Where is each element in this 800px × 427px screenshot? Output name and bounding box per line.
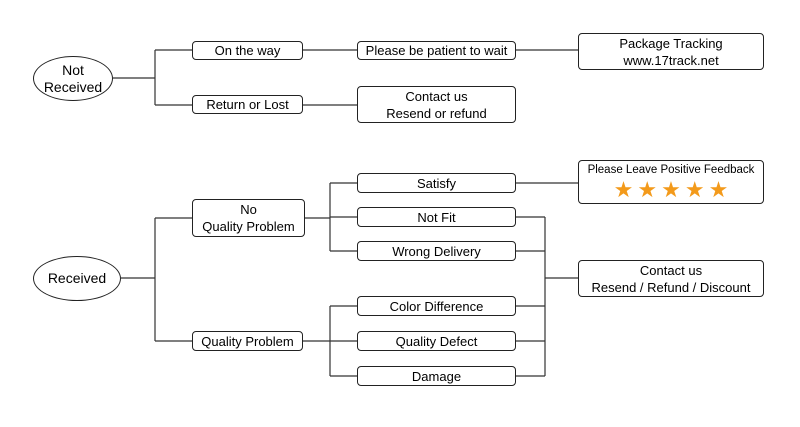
on-the-way-node: On the way — [192, 41, 303, 60]
resend-or-refund-label: Resend or refund — [386, 105, 487, 121]
received-label: Received — [47, 270, 107, 286]
connector-no-quality-split — [305, 182, 357, 252]
be-patient-label: Please be patient to wait — [365, 43, 508, 58]
color-difference-label: Color Difference — [389, 298, 484, 314]
not-received-label-line1: Not — [62, 61, 84, 78]
quality-problem-node: Quality Problem — [192, 331, 303, 351]
quality-defect-label: Quality Defect — [395, 333, 478, 349]
star-icon: ★ — [661, 177, 681, 202]
wrong-delivery-label: Wrong Delivery — [392, 243, 481, 259]
damage-label: Damage — [411, 368, 462, 384]
star-icon: ★ — [684, 177, 705, 202]
satisfy-node: Satisfy — [357, 173, 516, 193]
not-received-label-line2: Received — [43, 78, 103, 95]
wrong-delivery-node: Wrong Delivery — [357, 241, 516, 261]
no-label: No — [240, 202, 257, 217]
not-fit-label: Not Fit — [417, 209, 456, 225]
contact-resend-refund-discount-node: Contact us Resend / Refund / Discount — [578, 260, 764, 297]
package-tracking-label: Package Tracking — [619, 35, 723, 51]
positive-feedback-node: Please Leave Positive Feedback ★★★★★ — [578, 160, 764, 204]
connector-not-received-split — [113, 49, 192, 106]
contact-us-label-2: Contact us — [639, 262, 703, 278]
quality-defect-node: Quality Defect — [357, 331, 516, 351]
positive-feedback-label: Please Leave Positive Feedback — [587, 164, 755, 176]
quality-problem-label: Quality Problem — [201, 333, 294, 349]
star-icon: ★ — [637, 177, 658, 202]
no-quality-problem-node: No Quality Problem — [192, 199, 305, 237]
connector-quality-split — [303, 305, 357, 377]
not-fit-node: Not Fit — [357, 207, 516, 227]
connector-issues-to-contact — [516, 216, 578, 377]
received-node: Received — [33, 256, 121, 301]
star-rating: ★★★★★ — [614, 179, 729, 201]
be-patient-node: Please be patient to wait — [357, 41, 516, 60]
satisfy-label: Satisfy — [416, 175, 456, 191]
color-difference-node: Color Difference — [357, 296, 516, 316]
resend-refund-discount-label: Resend / Refund / Discount — [591, 279, 751, 295]
return-or-lost-label: Return or Lost — [206, 97, 289, 112]
contact-us-label: Contact us — [405, 88, 468, 104]
on-the-way-label: On the way — [214, 43, 281, 58]
star-icon: ★ — [708, 177, 729, 202]
contact-resend-refund-node: Contact us Resend or refund — [357, 86, 516, 123]
quality-problem-sub-label: Quality Problem — [202, 219, 295, 234]
return-or-lost-node: Return or Lost — [192, 95, 303, 114]
package-tracking-node: Package Tracking www.17track.net — [578, 33, 764, 70]
connector-received-split — [121, 217, 192, 342]
damage-node: Damage — [357, 366, 516, 386]
star-icon: ★ — [613, 177, 634, 202]
not-received-node: Not Received — [33, 56, 113, 101]
tracking-url: www.17track.net — [623, 52, 719, 68]
